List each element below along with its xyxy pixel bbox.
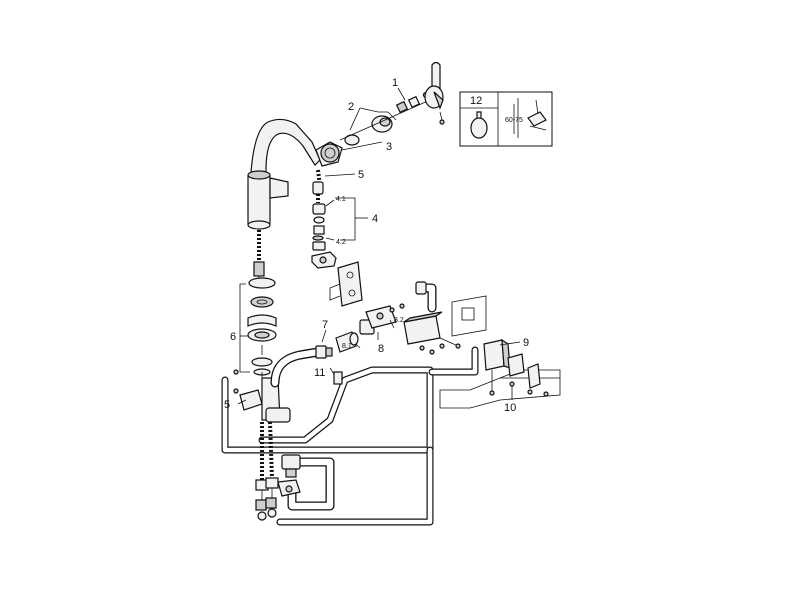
callout-5-bottom: 5 bbox=[224, 399, 230, 411]
supply-pipe-loop bbox=[221, 366, 434, 454]
callout-1: 1 bbox=[392, 77, 398, 89]
elbow-fitting bbox=[415, 281, 437, 313]
callout-8: 8 bbox=[378, 343, 384, 355]
valve-connectors bbox=[315, 303, 405, 359]
sensor-plate bbox=[451, 295, 487, 337]
callout-8-2: 8.2 bbox=[394, 317, 404, 324]
battery-housing bbox=[483, 338, 549, 397]
callout-7: 7 bbox=[322, 319, 328, 331]
callout-3: 3 bbox=[386, 141, 392, 153]
spray-head-parts bbox=[311, 203, 337, 269]
flex-hoses bbox=[255, 421, 279, 521]
callout-5-top: 5 bbox=[358, 169, 364, 181]
callout-2: 2 bbox=[348, 101, 354, 113]
callout-4-1: 4.1 bbox=[336, 196, 346, 203]
cartridge-assembly bbox=[315, 61, 445, 167]
pull-out-hose bbox=[312, 169, 324, 203]
mounting-kit bbox=[247, 277, 277, 385]
inset-dimension: 60-75 bbox=[505, 117, 523, 124]
leader-lines bbox=[237, 87, 521, 405]
callouts: 1 2 3 5 4.1 4 4.2 6 7 8.2 8.1 8 9 10 11 … bbox=[224, 77, 529, 414]
callout-11: 11 bbox=[314, 367, 325, 379]
callout-6: 6 bbox=[230, 331, 236, 343]
callout-4-2: 4.2 bbox=[336, 239, 346, 246]
right-outline-frame bbox=[439, 369, 561, 409]
rear-pipe-loop bbox=[276, 346, 479, 526]
callout-4: 4 bbox=[372, 213, 378, 225]
callout-10: 10 bbox=[504, 402, 516, 414]
lower-bracket bbox=[233, 369, 291, 423]
callout-8-1: 8.1 bbox=[342, 343, 352, 350]
control-box bbox=[403, 311, 461, 355]
tee-valve bbox=[277, 454, 335, 511]
faucet-body bbox=[247, 118, 321, 285]
wall-bracket bbox=[329, 261, 363, 307]
inset-detail-12: 12 60-75 bbox=[459, 91, 553, 147]
callout-9: 9 bbox=[523, 337, 529, 349]
inset-number: 12 bbox=[470, 95, 482, 107]
connector-hose bbox=[270, 347, 343, 388]
